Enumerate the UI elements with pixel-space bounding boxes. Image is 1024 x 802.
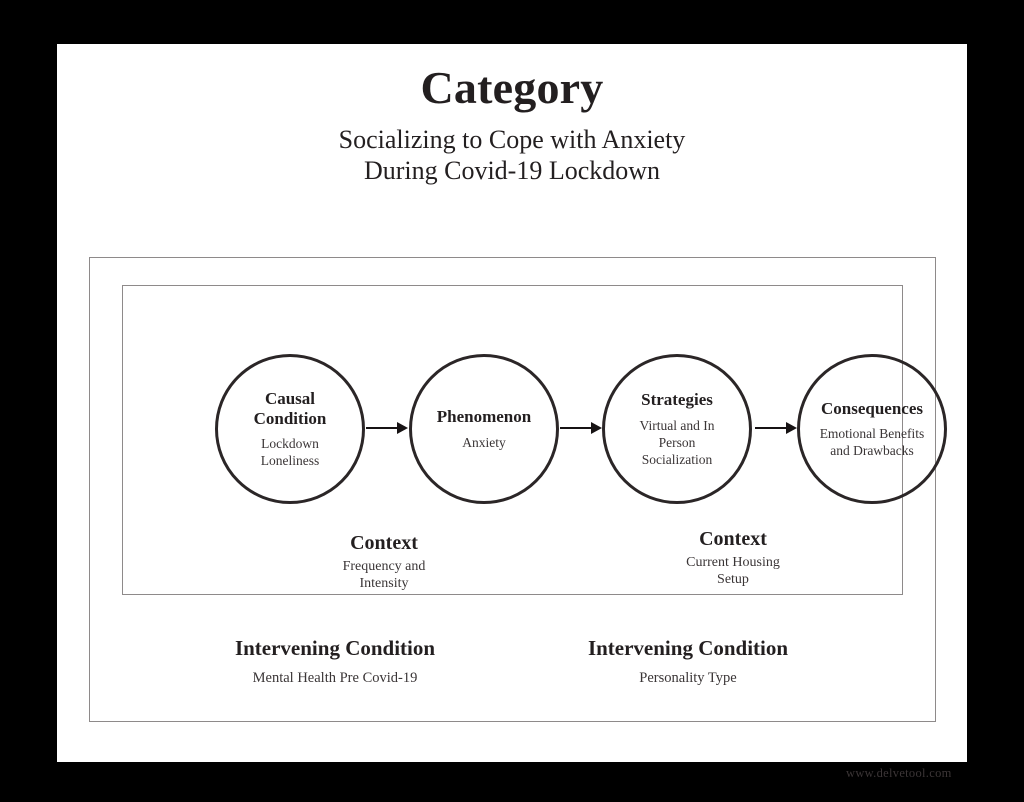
page-title: Category (420, 62, 604, 113)
page-subtitle: Socializing to Cope with Anxiety During … (338, 124, 686, 185)
arrow-head (591, 422, 602, 434)
context-subtitle: Current Housing Setup (686, 555, 780, 588)
intervening-condition-subtitle: Personality Type (639, 670, 737, 687)
intervening-condition-title: Intervening Condition (234, 636, 436, 660)
intervening-condition-personality: Intervening Condition Personality Type (538, 636, 838, 687)
arrow-right-icon (560, 422, 602, 434)
flow-node-subtitle: Anxiety (462, 434, 506, 450)
intervening-condition-title: Intervening Condition (587, 636, 789, 660)
flow-node-consequences[interactable]: Consequences Emotional Benefits and Draw… (797, 354, 947, 504)
arrow-head (786, 422, 797, 434)
heading-block: Category Socializing to Cope with Anxiet… (57, 62, 967, 186)
flow-node-strategies[interactable]: Strategies Virtual and In Person Sociali… (602, 354, 752, 504)
arrow-right-icon (755, 422, 797, 434)
flow-diagram: Causal Condition Lockdown Loneliness Phe… (123, 286, 947, 594)
flow-node-subtitle: Virtual and In Person Socialization (639, 417, 715, 467)
flow-node-phenomenon[interactable]: Phenomenon Anxiety (409, 354, 559, 504)
context-label-housing: Context Current Housing Setup (623, 528, 843, 588)
context-title: Context (699, 528, 767, 550)
arrow-right-icon (366, 422, 408, 434)
arrow-shaft (366, 427, 398, 429)
inner-frame: Causal Condition Lockdown Loneliness Phe… (122, 285, 947, 595)
flow-node-subtitle: Lockdown Loneliness (260, 435, 320, 468)
arrow-shaft (755, 427, 787, 429)
context-label-frequency: Context Frequency and Intensity (274, 532, 494, 592)
flow-node-title: Causal Condition (253, 389, 327, 428)
flow-node-subtitle: Emotional Benefits and Drawbacks (819, 426, 925, 459)
arrow-head (397, 422, 408, 434)
flow-node-title: Phenomenon (436, 407, 532, 427)
outer-frame (89, 257, 936, 722)
intervening-condition-mental-health: Intervening Condition Mental Health Pre … (185, 636, 485, 687)
slide-page: Category Socializing to Cope with Anxiet… (57, 44, 967, 762)
watermark: www.delvetool.com (846, 766, 952, 780)
arrow-shaft (560, 427, 592, 429)
flow-node-causal-condition[interactable]: Causal Condition Lockdown Loneliness (215, 354, 365, 504)
flow-node-title: Strategies (641, 390, 713, 410)
intervening-condition-subtitle: Mental Health Pre Covid-19 (252, 670, 418, 687)
flow-node-title: Consequences (820, 398, 923, 418)
context-title: Context (350, 532, 418, 554)
context-subtitle: Frequency and Intensity (342, 559, 426, 592)
